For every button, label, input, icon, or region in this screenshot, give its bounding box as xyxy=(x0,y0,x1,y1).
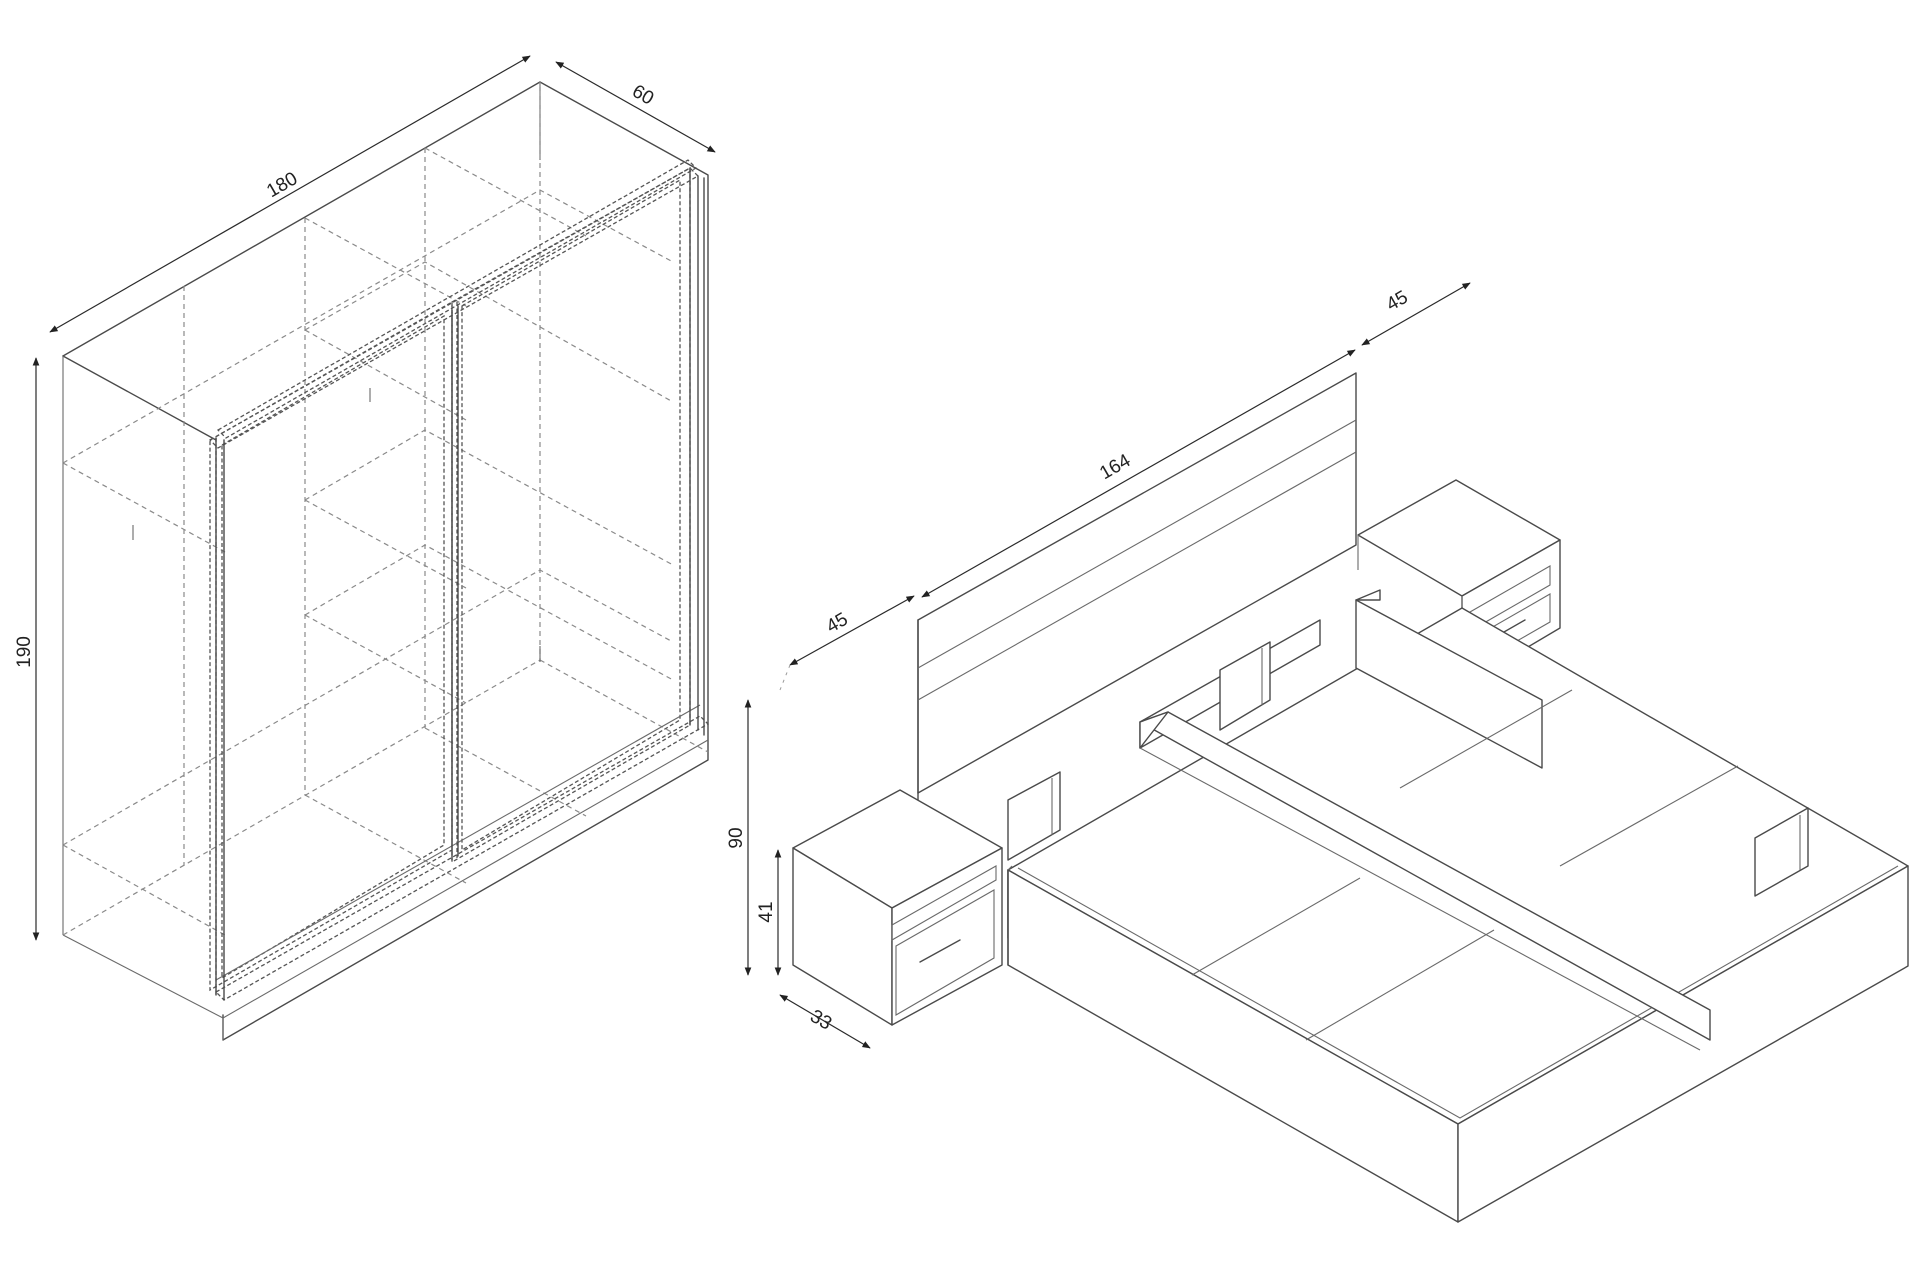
bed-leg-block-1 xyxy=(1007,771,1061,861)
wardrobe-depth-dimension-line xyxy=(555,61,716,153)
left-gap-dimension-line xyxy=(789,595,915,666)
wardrobe-dimensions: 180 60 190 xyxy=(14,55,716,941)
wardrobe-sliding-doors xyxy=(208,159,710,1001)
wardrobe-drawing: 180 60 190 xyxy=(14,55,716,1041)
right-gap-dimension-line xyxy=(1361,282,1471,346)
wardrobe-width-label: 180 xyxy=(263,168,301,202)
bed-leg-block-3 xyxy=(1754,807,1809,897)
wardrobe-width-dimension-line xyxy=(49,55,531,333)
wardrobe-height-label: 190 xyxy=(14,636,35,668)
right-gap-label: 45 xyxy=(1383,287,1412,316)
nightstand-depth-dimension-line xyxy=(779,994,871,1049)
nightstand-left xyxy=(792,789,1003,1026)
headboard-height-label: 90 xyxy=(726,827,747,848)
nightstand-height-label: 41 xyxy=(756,901,777,922)
left-drawer-handle xyxy=(919,939,961,963)
bed-width-dimension-line xyxy=(921,349,1356,598)
nightstand-depth-label: 33 xyxy=(806,1006,835,1035)
bed-drawing: 164 45 45 90 41 33 xyxy=(726,282,1909,1223)
bed-leg-block-2 xyxy=(1219,641,1271,731)
wardrobe-interior-hidden xyxy=(62,82,709,936)
bed-frame xyxy=(1007,589,1909,1223)
